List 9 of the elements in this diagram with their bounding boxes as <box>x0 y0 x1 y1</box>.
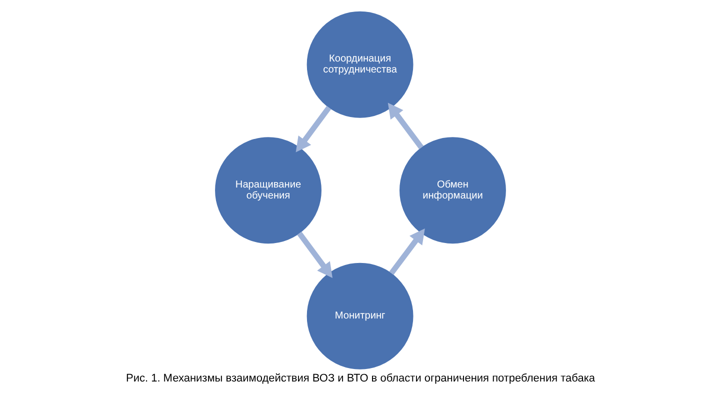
arrow <box>387 102 424 150</box>
node-circle: Обмен информации <box>399 137 506 244</box>
node-circle: Монитринг <box>306 262 413 370</box>
arrow <box>388 228 424 275</box>
caption: Рис. 1. Механизмы взаимодействия ВОЗ и ВТО в области ограничения потребления табака <box>125 372 595 384</box>
node-circle: Координация сотрудничества <box>306 11 413 118</box>
arrow <box>296 232 332 278</box>
node-circle: Наращивание обучения <box>214 137 321 244</box>
arrow <box>295 106 331 152</box>
